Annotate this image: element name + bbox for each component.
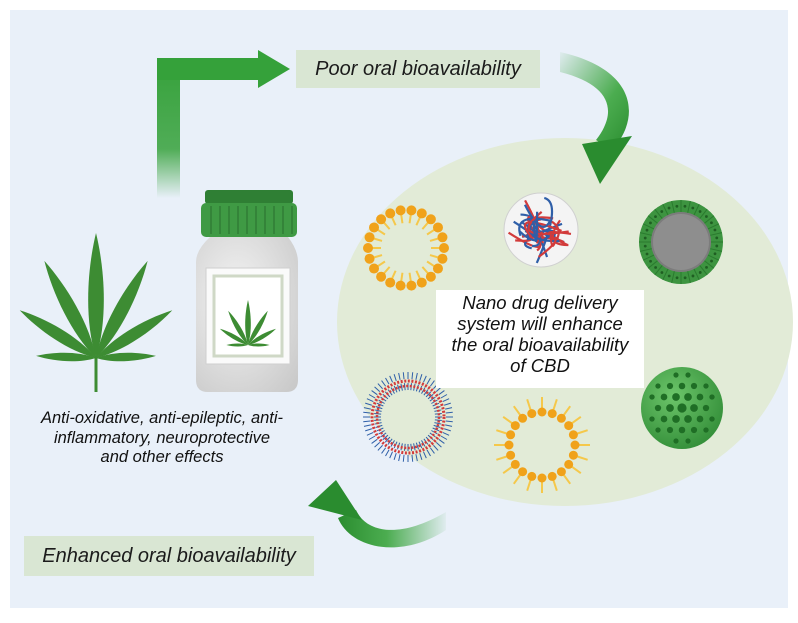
solid-nanoparticle-icon	[639, 200, 723, 284]
effects-text-line: inflammatory, neuroprotective	[53, 428, 271, 447]
pill-bottle-icon	[196, 190, 298, 392]
curved-arrow-down	[560, 52, 632, 184]
nano-text-line: of CBD	[510, 355, 570, 376]
polymer-network-icon	[503, 192, 579, 268]
curved-arrow-up	[308, 480, 446, 548]
enhanced-bioavailability-label: Enhanced oral bioavailability	[24, 536, 314, 576]
nano-text-line: Nano drug delivery	[462, 292, 618, 313]
up-right-arrow	[157, 50, 290, 198]
effects-text-line: Anti-oxidative, anti-epileptic, anti-	[40, 409, 284, 427]
nano-text-line: system will enhance	[457, 313, 623, 334]
poor-bioavailability-label: Poor oral bioavailability	[296, 50, 540, 88]
micelle-icon	[494, 397, 590, 493]
effects-text-line: and other effects	[100, 448, 224, 466]
cannabis-leaf-icon	[16, 233, 176, 392]
nano-delivery-text: Nano drug delivery system will enhance t…	[436, 290, 644, 388]
nano-text-line: the oral bioavailability	[451, 334, 629, 355]
liposome-icon	[363, 205, 449, 291]
porous-sphere-icon	[641, 367, 723, 449]
bilayer-vesicle-icon	[363, 372, 453, 462]
effects-text: Anti-oxidative, anti-epileptic, anti- in…	[26, 409, 298, 468]
